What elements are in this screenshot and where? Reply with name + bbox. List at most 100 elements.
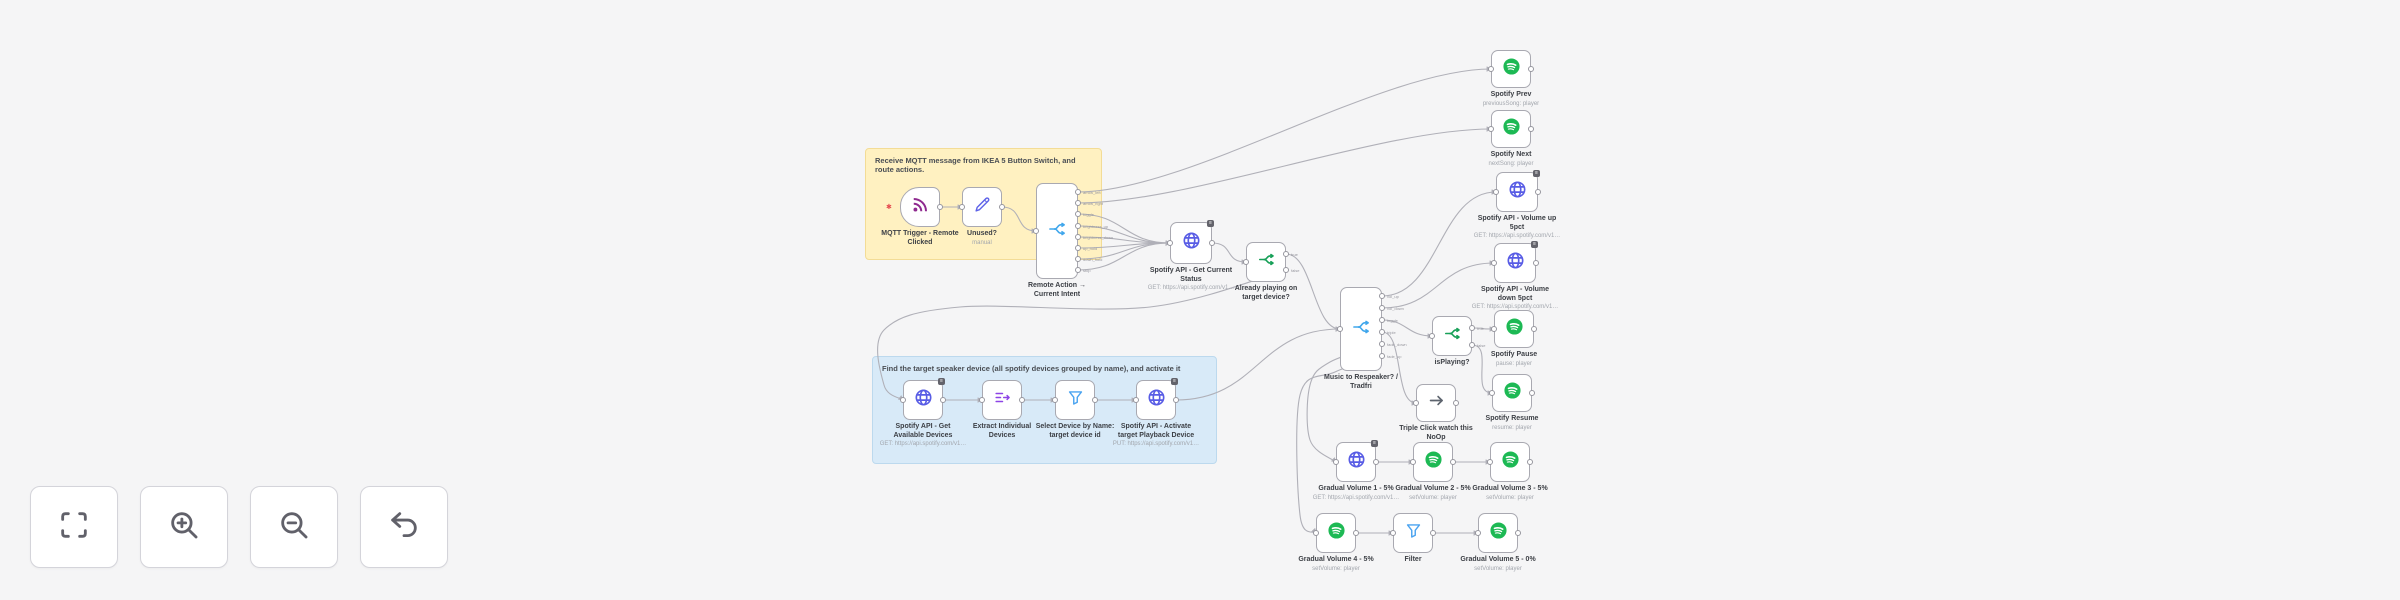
output-port-label: false [1291,268,1300,273]
output-port[interactable] [1379,317,1385,323]
output-port[interactable] [1379,293,1385,299]
input-port[interactable] [1489,390,1495,396]
node-spotify-next[interactable] [1491,110,1531,148]
node-label: Gradual Volume 5 - 0% [1460,556,1536,563]
node-if-isplaying[interactable] [1432,316,1472,356]
input-port[interactable] [1488,66,1494,72]
input-port[interactable] [1491,260,1497,266]
output-port[interactable] [1379,353,1385,359]
output-port[interactable] [1379,341,1385,347]
output-port[interactable] [1075,200,1081,206]
zoom-to-fit-button[interactable] [30,486,118,568]
input-port[interactable] [1413,400,1419,406]
output-port[interactable] [1469,342,1475,348]
output-port[interactable] [1453,400,1459,406]
output-port[interactable] [1528,126,1534,132]
input-port[interactable] [900,397,906,403]
input-port[interactable] [1429,333,1435,339]
output-port[interactable] [1075,267,1081,273]
output-port[interactable] [1019,397,1025,403]
globe-icon [1346,449,1367,475]
output-port[interactable] [1075,189,1081,195]
input-port[interactable] [1337,326,1343,332]
output-port[interactable] [1535,189,1541,195]
input-port[interactable] [1390,530,1396,536]
node-filter-volume[interactable] [1393,513,1433,553]
input-port[interactable] [1487,459,1493,465]
input-port[interactable] [1243,259,1249,265]
node-spotify-prev[interactable] [1491,50,1531,88]
output-port[interactable] [1533,260,1539,266]
node-http-volume-down[interactable]: ≡ [1494,241,1538,283]
output-port[interactable] [1469,325,1475,331]
reset-zoom-button[interactable] [360,486,448,568]
output-port[interactable] [937,204,943,210]
output-port[interactable] [1430,530,1436,536]
output-port-label: fade_down [1387,342,1407,347]
input-port[interactable] [979,397,985,403]
output-port[interactable] [1283,251,1289,257]
node-gradual-volume-4[interactable] [1316,513,1356,553]
output-port[interactable] [1075,211,1081,217]
output-port[interactable] [1075,223,1081,229]
node-set-unused[interactable] [962,187,1002,227]
zoom-out-button[interactable] [250,486,338,568]
input-port[interactable] [1488,126,1494,132]
node-note-badge: ≡ [938,378,945,385]
input-port[interactable] [1033,228,1039,234]
output-port[interactable] [1075,245,1081,251]
input-port[interactable] [1410,459,1416,465]
output-port[interactable] [1529,390,1535,396]
output-port[interactable] [1209,240,1215,246]
node-gradual-volume-1[interactable]: ≡ [1336,440,1378,482]
funnel-icon [1404,521,1423,545]
output-port[interactable] [1173,397,1179,403]
output-port[interactable] [1450,459,1456,465]
input-port[interactable] [1167,240,1173,246]
node-filter-select-device[interactable] [1055,380,1095,420]
output-port[interactable] [1353,530,1359,536]
input-port[interactable] [1333,459,1339,465]
node-label: Gradual Volume 4 - 5% [1298,556,1374,563]
node-switch-respeaker[interactable] [1340,287,1382,371]
output-port[interactable] [1527,459,1533,465]
output-port[interactable] [940,397,946,403]
input-port[interactable] [1491,326,1497,332]
input-port[interactable] [1052,397,1058,403]
node-code-extract-devices[interactable] [982,380,1022,420]
node-gradual-volume-3[interactable] [1490,442,1530,482]
output-port[interactable] [1531,326,1537,332]
node-subtitle: nextSong: player [1488,160,1534,167]
output-port[interactable] [999,204,1005,210]
input-port[interactable] [1475,530,1481,536]
zoom-in-button[interactable] [140,486,228,568]
output-port[interactable] [1373,459,1379,465]
output-port[interactable] [1528,66,1534,72]
node-http-activate-device[interactable]: ≡ [1136,378,1178,420]
input-port[interactable] [1133,397,1139,403]
node-spotify-resume[interactable] [1492,374,1532,412]
node-http-current-status[interactable]: ≡ [1170,220,1214,264]
spotify-icon [1501,116,1522,142]
input-port[interactable] [1313,530,1319,536]
output-port[interactable] [1379,329,1385,335]
node-label: Gradual Volume 1 - 5% [1318,485,1394,492]
output-port[interactable] [1075,234,1081,240]
node-http-volume-up[interactable]: ≡ [1496,170,1540,212]
node-if-already-playing[interactable] [1246,242,1286,282]
input-port[interactable] [959,204,965,210]
node-switch-remote-action[interactable] [1036,183,1078,279]
node-noop-triple-click[interactable] [1416,384,1456,422]
output-port[interactable] [1283,267,1289,273]
output-port[interactable] [1075,256,1081,262]
node-gradual-volume-2[interactable] [1413,442,1453,482]
output-port[interactable] [1092,397,1098,403]
output-port[interactable] [1515,530,1521,536]
input-port[interactable] [1493,189,1499,195]
node-gradual-volume-5[interactable] [1478,513,1518,553]
node-http-get-devices[interactable]: ≡ [903,378,945,420]
output-port[interactable] [1379,305,1385,311]
node-mqtt-trigger[interactable] [900,187,940,227]
node-spotify-pause[interactable] [1494,310,1534,348]
